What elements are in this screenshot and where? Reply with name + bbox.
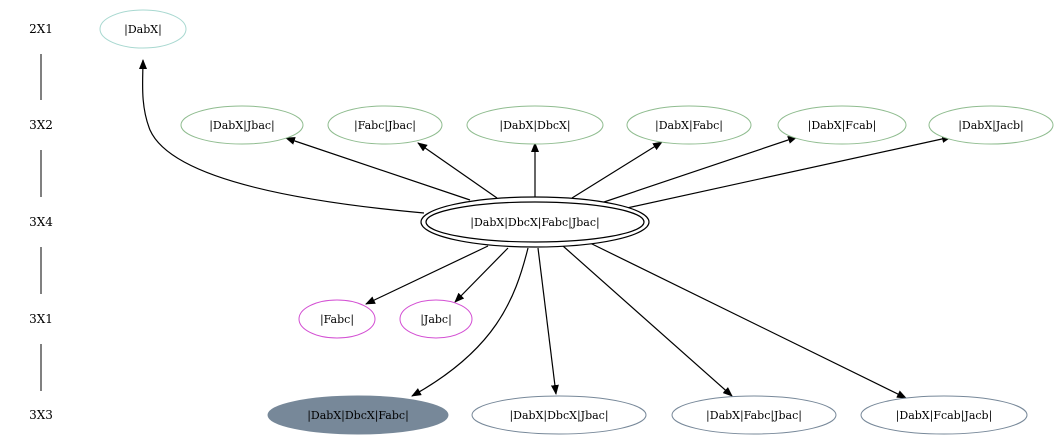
edge-center-to-dabx-fcab-jacb (589, 242, 907, 399)
edge-center-to-dabx-fabc-jbac (562, 245, 733, 397)
node-label: |DabX|Jbac| (209, 119, 275, 133)
edge-center-to-dabx (138, 59, 425, 214)
edge-center-to-dabx-jacb (626, 135, 952, 209)
node-dabx-jbac[interactable]: |DabX|Jbac| (180, 105, 304, 145)
node-shape (671, 395, 837, 435)
edge-center-to-dabx-fabc (571, 141, 663, 199)
node-shape (267, 395, 449, 435)
node-jabc[interactable]: |Jabc| (399, 299, 473, 339)
rank-label-3x3: 3X3 (29, 408, 53, 422)
node-dabx-fcab-jacb[interactable]: |DabX|Fcab|Jacb| (860, 395, 1028, 435)
node-shape (928, 105, 1054, 145)
nodes: |DabX| |DabX|Jbac| |Fabc|Jbac| |DabX|Dbc… (99, 9, 1054, 435)
edge-center-to-dabx-jbac (285, 137, 471, 201)
node-center[interactable]: |DabX|DbcX|Fabc|Jbac| (420, 196, 650, 248)
rank-label-3x4: 3X4 (29, 215, 53, 229)
node-label: |DabX|Fabc| (655, 119, 723, 133)
node-dabx[interactable]: |DabX| (99, 9, 187, 49)
node-shape (860, 395, 1028, 435)
node-shape (777, 105, 907, 145)
node-dabx-fabc[interactable]: |DabX|Fabc| (626, 105, 752, 145)
node-label: |Fabc| (320, 313, 354, 327)
node-shape (99, 9, 187, 49)
node-fabc[interactable]: |Fabc| (298, 299, 376, 339)
node-label: |DabX| (124, 23, 162, 37)
edge-center-to-fabc (365, 245, 489, 305)
rank-axis: 2X1 3X2 3X4 3X1 3X3 (29, 22, 53, 422)
node-label: |DabX|DbcX|Fabc|Jbac| (470, 216, 599, 230)
node-shape (626, 105, 752, 145)
node-fabc-jbac[interactable]: |Fabc|Jbac| (327, 105, 443, 145)
node-label: |DabX|Jacb| (958, 119, 1024, 133)
node-label: |DabX|Fabc|Jbac| (706, 409, 802, 423)
node-dabx-dbcx[interactable]: |DabX|DbcX| (466, 105, 604, 145)
rank-label-2x1: 2X1 (29, 22, 53, 36)
node-label: |Fabc|Jbac| (354, 119, 416, 133)
node-dabx-fabc-jbac[interactable]: |DabX|Fabc|Jbac| (671, 395, 837, 435)
node-shape (399, 299, 473, 339)
node-shape (327, 105, 443, 145)
node-label: |DabX|DbcX| (499, 119, 570, 133)
edge-center-to-dabx-dbcx-fabc (411, 247, 529, 397)
node-shape (298, 299, 376, 339)
node-dabx-dbcx-jbac[interactable]: |DabX|DbcX|Jbac| (471, 395, 647, 435)
node-label: |DabX|Fcab|Jacb| (896, 409, 993, 423)
edge-center-to-dabx-dbcx-jbac (537, 247, 559, 395)
edge-center-to-fabc-jbac (417, 142, 498, 199)
node-shape (466, 105, 604, 145)
rank-label-3x2: 3X2 (29, 118, 53, 132)
node-dabx-fcab[interactable]: |DabX|Fcab| (777, 105, 907, 145)
node-label: |DabX|DbcX|Jbac| (509, 409, 608, 423)
node-shape (471, 395, 647, 435)
node-label: |DabX|DbcX|Fabc| (307, 409, 409, 423)
node-label: |Jabc| (420, 313, 452, 327)
edges (138, 59, 952, 399)
rank-label-3x1: 3X1 (29, 312, 53, 326)
node-shape-inner (425, 201, 645, 243)
edge-center-to-jabc (454, 247, 509, 303)
node-shape-outer (420, 196, 650, 248)
node-dabx-dbcx-fabc[interactable]: |DabX|DbcX|Fabc| (267, 395, 449, 435)
node-shape (180, 105, 304, 145)
node-dabx-jacb[interactable]: |DabX|Jacb| (928, 105, 1054, 145)
node-label: |DabX|Fcab| (808, 119, 877, 133)
edge-center-to-dabx-fcab (600, 136, 798, 204)
